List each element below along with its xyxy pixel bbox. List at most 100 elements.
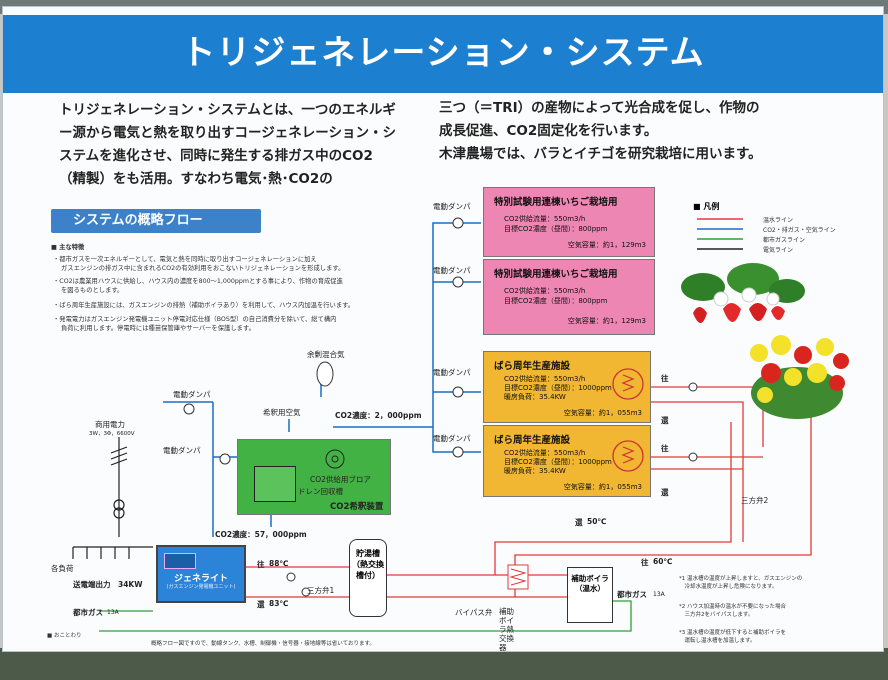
drain-tank [254, 466, 296, 502]
damper-label-3: 電動ダンパ [433, 368, 471, 377]
notes-heading: ■ 主な特徴 [51, 244, 85, 251]
ret-label-50: 還 [575, 518, 583, 527]
facility-co2-flow: CO2供給流量：550m3/h [504, 449, 586, 457]
intro-text-left: トリジェネレーション・システムとは、一つのエネルギー源から電気と熱を取り出すコー… [59, 102, 396, 187]
blower-icon [325, 449, 345, 469]
aux-boiler-label: 補助ボイラ（温水） [571, 574, 609, 593]
strawberry-illustration [681, 263, 805, 323]
footer-heading: ■ おことわり [47, 633, 82, 639]
note-4b: 負荷に利用します。停電時には種苗保管庫やサーバーを保護します。 [61, 325, 255, 332]
load-label: 各負荷 [51, 564, 74, 573]
damper-label-5: 電動ダンパ [173, 390, 211, 399]
facility-co2-target: 目標CO2濃度（昼間）：1000ppm [504, 458, 612, 466]
background-fence [0, 648, 888, 680]
commercial-power-label: 商用電力 [95, 420, 125, 429]
facility-title: 特別試験用連棟いちご栽培用 [494, 269, 618, 280]
facility-heat-load: 暖房負荷：35.4KW [504, 467, 566, 475]
dilution-device-label: CO2希釈装置 [330, 502, 384, 512]
rose-illustration [750, 335, 849, 419]
title-bar [3, 15, 883, 93]
drain-label: ドレン回収槽 [298, 487, 343, 496]
sign-title: トリジェネレーション・システム [181, 33, 705, 73]
facility-strawberry-2: 特別試験用連棟いちご栽培用 CO2供給流量：550m3/h 目標CO2濃度（昼間… [483, 259, 655, 335]
surplus-co2-label: 余剰混合気 [307, 350, 345, 359]
damper-label-1: 電動ダンパ [433, 202, 471, 211]
ret-label-gen: 還 [257, 600, 265, 609]
facility-rose-2: ばら周年生産施設 CO2供給流量：550m3/h 目標CO2濃度（昼間）：100… [483, 425, 651, 497]
intro-right-line3: 木津農場では、バラとイチゴを研究栽培に用います。 [439, 146, 762, 162]
output-label: 送電端出力 34KW [73, 580, 143, 589]
facility-air-volume: 空気容量：約1，129m3 [567, 241, 646, 249]
legend-gas: 都市ガスライン [763, 237, 806, 244]
legend-hot-water: 温水ライン [763, 217, 794, 224]
ret-label-rose2: 還 [661, 488, 669, 497]
facility-co2-target: 目標CO2濃度（昼間）：800ppm [504, 225, 608, 233]
heat-exchanger-label: 補助ボイラ熱交換器 [499, 607, 514, 652]
auxiliary-boiler: 補助ボイラ（温水） [567, 567, 613, 623]
genelight-sublabel: (ガスエンジン発電機ユニット) [166, 584, 236, 590]
co2-dilution-device: CO2供給用ブロア ドレン回収槽 CO2希釈装置 [237, 439, 391, 515]
right-note-1a: *1 温水槽の温度が上昇しますと、ガスエンジンの [679, 576, 803, 582]
facility-rose-1: ばら周年生産施設 CO2供給流量：550m3/h 目標CO2濃度（昼間）：100… [483, 351, 651, 423]
damper-label-6: 電動ダンパ [163, 446, 201, 455]
gas-13a-left: 13A [107, 609, 119, 616]
right-note-2a: *2 ハウス加温時の温水が不要になった場合 [679, 604, 786, 610]
city-gas-label-right: 都市ガス [617, 590, 647, 599]
hot-water-tank: 貯湯槽（熱交換槽付） [349, 539, 387, 617]
co2-conc-2000: CO2濃度：2，000ppm [335, 411, 422, 420]
three-way-valve-1: 三方弁1 [307, 586, 335, 595]
right-note-2b: 三方弁2をバイパスします。 [679, 612, 754, 618]
right-note-3a: *3 温水槽の温度が低下すると補助ボイラを [679, 630, 786, 636]
heater-coil-icon [612, 440, 644, 472]
genelight-generator: ジェネライト (ガスエンジン発電機ユニット) [156, 545, 246, 603]
facility-title: 特別試験用連棟いちご栽培用 [494, 197, 618, 208]
damper-label-2: 電動ダンパ [433, 266, 471, 275]
intro-right-line1: 三つ（＝TRI）の産物によって光合成を促し、作物の [439, 100, 760, 116]
tank-label: 貯湯槽（熱交換槽付） [352, 549, 384, 580]
go-label-60: 往 [641, 558, 649, 567]
facility-air-volume: 空気容量：約1，055m3 [563, 409, 642, 417]
facility-title: ばら周年生産施設 [494, 435, 571, 446]
facility-co2-flow: CO2供給流量：550m3/h [504, 215, 586, 223]
note-4a: ・発電電力はガスエンジン発電機ユニット停電対応仕様（BOS型）の自己消費分を除い… [53, 316, 337, 323]
ret-label-rose1: 還 [661, 416, 669, 425]
intro-right-line2: 成長促進、CO2固定化を行います。 [439, 123, 658, 139]
legend-co2: CO2・排ガス・空気ライン [763, 227, 836, 234]
facility-air-volume: 空気容量：約1，129m3 [567, 317, 646, 325]
power-spec-label: 3W，3Φ，6600V [89, 431, 135, 437]
go-label-rose2: 往 [661, 444, 669, 453]
dilution-air-label: 希釈用空気 [263, 408, 301, 417]
heater-coil-icon [612, 368, 644, 400]
facility-co2-target: 目標CO2濃度（昼間）：800ppm [504, 297, 608, 305]
facility-title: ばら周年生産施設 [494, 361, 571, 372]
damper-label-4: 電動ダンパ [433, 434, 471, 443]
note-3: ・ばら周年生産施設には、ガスエンジンの排熱（補助ボイラあり）を利用して、ハウス内… [53, 302, 355, 309]
right-note-3b: 運転し温水槽を加温します。 [679, 638, 756, 644]
temp-60: 60℃ [653, 557, 673, 566]
note-1b: ガスエンジンの排ガス中に含まれるCO2の有効利用をおこないトリジェネレーションを… [61, 265, 345, 272]
footer-note: 概略フロー図ですので、動線タンク、水槽、制御機・信号器・接地線等は省いております… [151, 641, 375, 647]
temp-88: 88℃ [269, 559, 289, 568]
genelight-label: ジェネライト [173, 574, 228, 584]
note-2b: を図るものとします。 [61, 287, 124, 294]
note-2a: ・CO2は農業用ハウスに供給し、ハウス内の濃度を800～1,000ppmとする事… [53, 278, 343, 285]
section-title: システムの概略フロー [51, 209, 261, 233]
bypass-valve-label: バイパス弁 [455, 608, 493, 617]
go-label-gen: 往 [257, 560, 265, 569]
legend-heading: ■ 凡例 [693, 202, 720, 211]
facility-air-volume: 空気容量：約1，055m3 [563, 483, 642, 491]
facility-heat-load: 暖房負荷：35.4KW [504, 393, 566, 401]
generator-panel [164, 553, 196, 569]
intro-text-right: 三つ（＝TRI）の産物によって光合成を促し、作物の 成長促進、CO2固定化を行い… [439, 97, 839, 166]
three-way-valve-2: 三方弁2 [741, 496, 769, 505]
facility-co2-flow: CO2供給流量：550m3/h [504, 287, 586, 295]
right-note-1b: 冷却水温度が上昇し危険になります。 [679, 584, 778, 590]
temp-83: 83℃ [269, 599, 289, 608]
facility-co2-flow: CO2供給流量：550m3/h [504, 375, 586, 383]
city-gas-label-left: 都市ガス [73, 608, 103, 617]
blower-label: CO2供給用ブロア [310, 475, 371, 484]
co2-conc-57000: CO2濃度：57，000ppm [215, 530, 307, 539]
temp-50: 50℃ [587, 517, 607, 526]
go-label-rose1: 往 [661, 374, 669, 383]
legend-power: 電気ライン [763, 247, 794, 254]
